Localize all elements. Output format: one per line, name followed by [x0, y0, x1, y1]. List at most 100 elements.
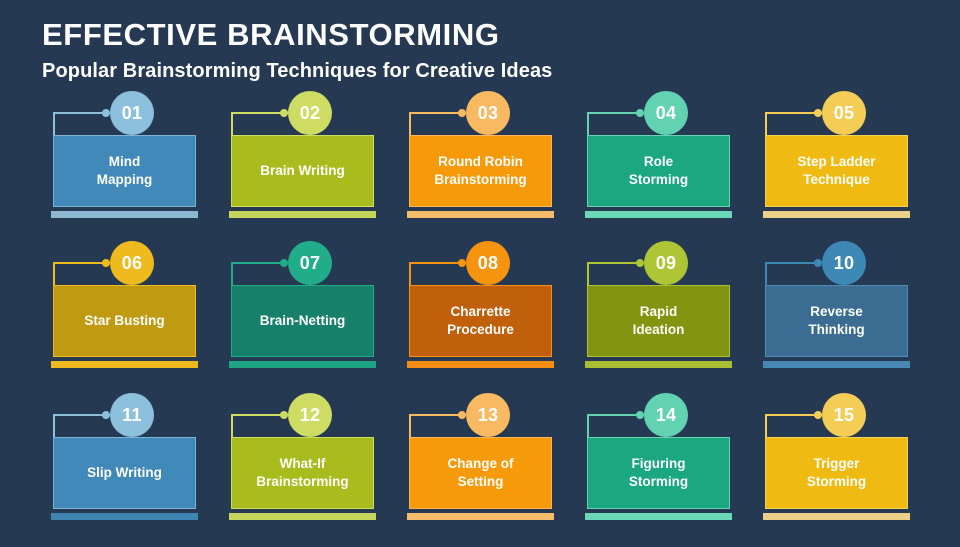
connector-dot-icon [636, 109, 644, 117]
connector-horizontal-segment [53, 414, 105, 416]
connector-dot-icon [280, 411, 288, 419]
card-body[interactable]: Change of Setting [409, 437, 552, 509]
card-body[interactable]: Trigger Storming [765, 437, 908, 509]
card-base-bar [229, 211, 376, 218]
card-number-badge: 05 [822, 91, 866, 135]
connector-horizontal-segment [53, 262, 105, 264]
card-number-badge: 03 [466, 91, 510, 135]
connector-horizontal-segment [231, 262, 283, 264]
card-body[interactable]: Mind Mapping [53, 135, 196, 207]
card-label: What-If Brainstorming [256, 456, 349, 489]
card-label: Slip Writing [87, 465, 162, 481]
card-label: Trigger Storming [806, 456, 867, 489]
connector-dot-icon [280, 259, 288, 267]
card-number-badge: 12 [288, 393, 332, 437]
card-number-badge: 14 [644, 393, 688, 437]
card-base-bar [51, 211, 198, 218]
card-number-badge: 04 [644, 91, 688, 135]
connector-horizontal-segment [587, 262, 639, 264]
connector-horizontal-segment [587, 112, 639, 114]
card-label: Brain-Netting [259, 313, 346, 329]
card-label: Role Storming [628, 154, 689, 187]
card-label: Change of Setting [447, 456, 514, 489]
card-label: Figuring Storming [628, 456, 689, 489]
card-base-bar [51, 513, 198, 520]
connector-horizontal-segment [53, 112, 105, 114]
page-subtitle: Popular Brainstorming Techniques for Cre… [42, 60, 553, 82]
card-base-bar [585, 361, 732, 368]
card-label: Star Busting [84, 313, 165, 329]
card-number-badge: 11 [110, 393, 154, 437]
card-body[interactable]: Step Ladder Technique [765, 135, 908, 207]
connector-dot-icon [814, 411, 822, 419]
connector-dot-icon [814, 109, 822, 117]
connector-horizontal-segment [231, 414, 283, 416]
connector-dot-icon [102, 259, 110, 267]
connector-horizontal-segment [587, 414, 639, 416]
connector-dot-icon [458, 109, 466, 117]
card-base-bar [51, 361, 198, 368]
card-base-bar [407, 211, 554, 218]
page-title: EFFECTIVE BRAINSTORMING [42, 17, 500, 52]
card-body[interactable]: Figuring Storming [587, 437, 730, 509]
connector-horizontal-segment [409, 262, 461, 264]
card-number-badge: 08 [466, 241, 510, 285]
connector-dot-icon [458, 259, 466, 267]
card-base-bar [763, 513, 910, 520]
connector-horizontal-segment [765, 414, 817, 416]
connector-horizontal-segment [231, 112, 283, 114]
card-body[interactable]: Star Busting [53, 285, 196, 357]
card-number-badge: 02 [288, 91, 332, 135]
card-base-bar [229, 513, 376, 520]
connector-horizontal-segment [765, 112, 817, 114]
connector-dot-icon [102, 109, 110, 117]
card-number-badge: 13 [466, 393, 510, 437]
connector-horizontal-segment [765, 262, 817, 264]
connector-dot-icon [102, 411, 110, 419]
connector-horizontal-segment [409, 414, 461, 416]
card-label: Mind Mapping [96, 154, 153, 187]
card-base-bar [763, 211, 910, 218]
card-number-badge: 01 [110, 91, 154, 135]
card-body[interactable]: Reverse Thinking [765, 285, 908, 357]
card-body[interactable]: Brain-Netting [231, 285, 374, 357]
card-base-bar [407, 513, 554, 520]
card-body[interactable]: Brain Writing [231, 135, 374, 207]
connector-dot-icon [636, 411, 644, 419]
card-label: Step Ladder Technique [797, 154, 876, 187]
card-number-badge: 15 [822, 393, 866, 437]
card-base-bar [407, 361, 554, 368]
card-number-badge: 09 [644, 241, 688, 285]
card-number-badge: 07 [288, 241, 332, 285]
card-body[interactable]: Slip Writing [53, 437, 196, 509]
card-body[interactable]: Role Storming [587, 135, 730, 207]
card-body[interactable]: Charrette Procedure [409, 285, 552, 357]
connector-dot-icon [280, 109, 288, 117]
card-number-badge: 06 [110, 241, 154, 285]
card-label: Brain Writing [260, 163, 345, 179]
card-body[interactable]: Round Robin Brainstorming [409, 135, 552, 207]
card-base-bar [585, 211, 732, 218]
card-label: Charrette Procedure [447, 304, 514, 337]
connector-dot-icon [636, 259, 644, 267]
card-body[interactable]: Rapid Ideation [587, 285, 730, 357]
card-base-bar [763, 361, 910, 368]
card-body[interactable]: What-If Brainstorming [231, 437, 374, 509]
card-base-bar [229, 361, 376, 368]
